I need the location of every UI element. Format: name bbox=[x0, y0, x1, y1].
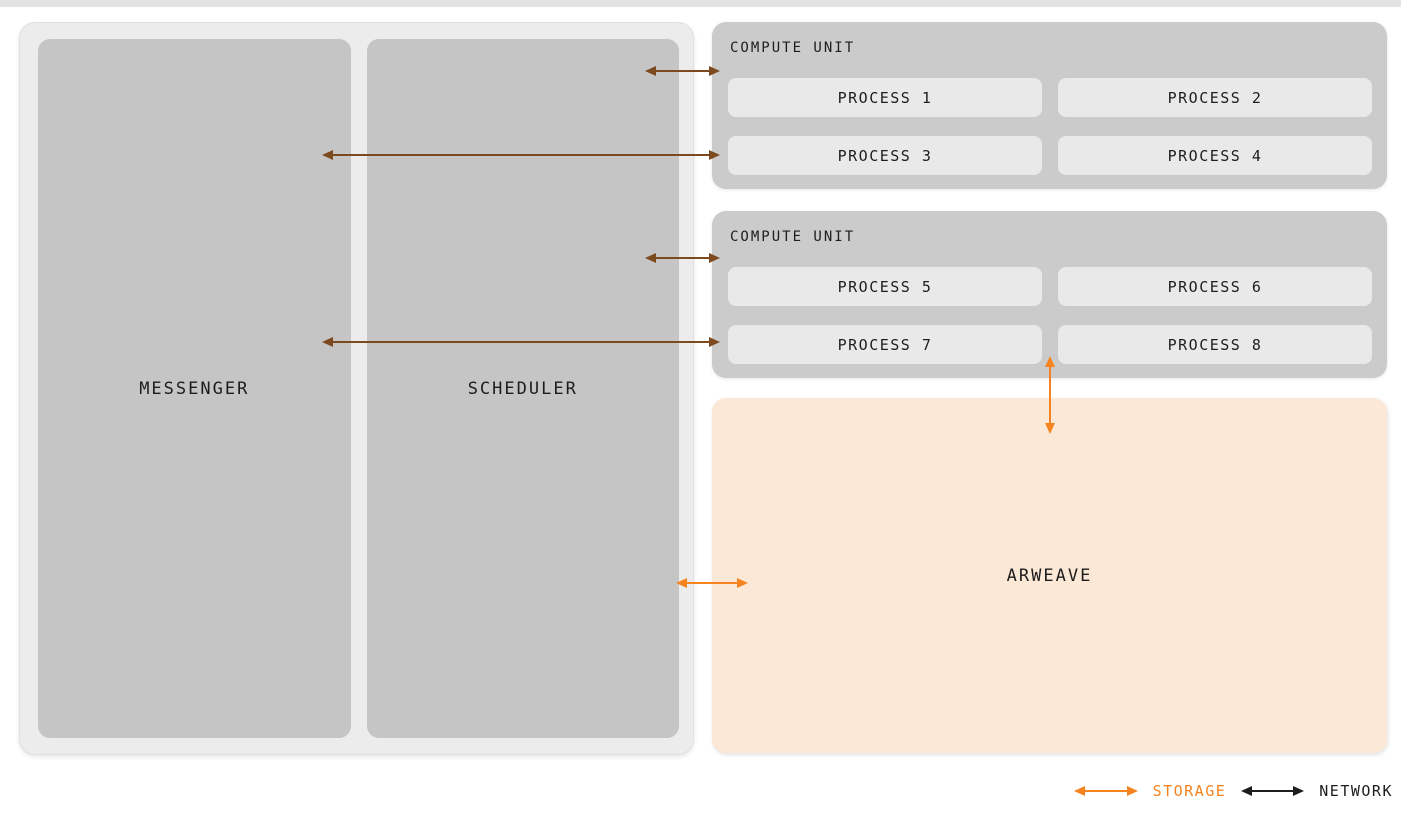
compute-unit-2-process-grid: PROCESS 5 PROCESS 6 PROCESS 7 PROCESS 8 bbox=[728, 267, 1372, 364]
process-7-box: PROCESS 7 bbox=[728, 325, 1042, 364]
process-3-label: PROCESS 3 bbox=[837, 146, 933, 165]
scheduler-box: SCHEDULER bbox=[366, 39, 679, 738]
process-4-label: PROCESS 4 bbox=[1167, 146, 1263, 165]
process-5-box: PROCESS 5 bbox=[728, 267, 1042, 306]
legend: STORAGE NETWORK bbox=[1074, 779, 1393, 803]
messenger-box: MESSENGER bbox=[38, 39, 351, 738]
process-5-label: PROCESS 5 bbox=[837, 277, 933, 296]
process-1-box: PROCESS 1 bbox=[728, 78, 1042, 117]
legend-storage-label: STORAGE bbox=[1152, 782, 1227, 800]
storage-arrow-compute-unit-2-arweave bbox=[1043, 356, 1057, 434]
arweave-label: ARWEAVE bbox=[1006, 565, 1093, 586]
legend-storage-arrow-icon bbox=[1074, 784, 1138, 798]
process-7-label: PROCESS 7 bbox=[837, 335, 933, 354]
storage-arrow-left-unit-arweave bbox=[676, 576, 748, 590]
process-6-box: PROCESS 6 bbox=[1058, 267, 1372, 306]
scheduler-label: SCHEDULER bbox=[467, 378, 578, 399]
process-1-label: PROCESS 1 bbox=[837, 88, 933, 107]
process-6-label: PROCESS 6 bbox=[1167, 277, 1263, 296]
compute-unit-2-label: COMPUTE UNIT bbox=[730, 229, 856, 245]
process-8-box: PROCESS 8 bbox=[1058, 325, 1372, 364]
process-3-box: PROCESS 3 bbox=[728, 136, 1042, 175]
compute-unit-1-process-grid: PROCESS 1 PROCESS 2 PROCESS 3 PROCESS 4 bbox=[728, 78, 1372, 175]
process-4-box: PROCESS 4 bbox=[1058, 136, 1372, 175]
compute-unit-2: COMPUTE UNIT PROCESS 5 PROCESS 6 PROCESS… bbox=[712, 211, 1387, 378]
process-8-label: PROCESS 8 bbox=[1167, 335, 1263, 354]
legend-network-arrow-icon bbox=[1241, 784, 1304, 798]
process-2-box: PROCESS 2 bbox=[1058, 78, 1372, 117]
compute-unit-1-label: COMPUTE UNIT bbox=[730, 40, 856, 56]
top-edge-strip bbox=[0, 0, 1401, 7]
network-arrow-messenger-process-3 bbox=[322, 148, 720, 162]
compute-unit-1: COMPUTE UNIT PROCESS 1 PROCESS 2 PROCESS… bbox=[712, 22, 1387, 189]
legend-network-label: NETWORK bbox=[1319, 782, 1393, 800]
network-arrow-scheduler-compute-unit-1 bbox=[645, 64, 720, 78]
process-2-label: PROCESS 2 bbox=[1167, 88, 1263, 107]
arweave-box: ARWEAVE bbox=[712, 398, 1387, 753]
network-arrow-scheduler-compute-unit-2 bbox=[645, 251, 720, 265]
messenger-label: MESSENGER bbox=[139, 378, 250, 399]
network-arrow-messenger-process-7 bbox=[322, 335, 720, 349]
messenger-scheduler-container: MESSENGER SCHEDULER bbox=[19, 22, 694, 755]
